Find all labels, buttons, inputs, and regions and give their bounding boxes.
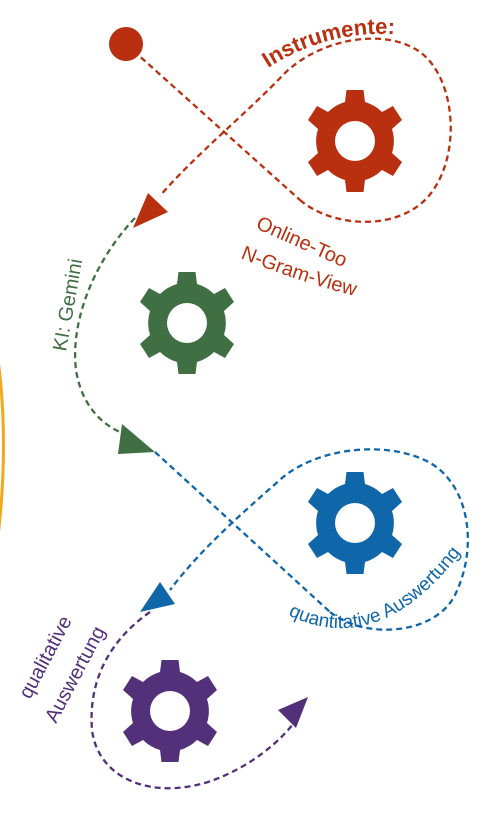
gear-icon xyxy=(123,660,217,762)
green-arrowhead-icon xyxy=(118,424,155,454)
label-instrumente: Instrumente: xyxy=(257,14,395,72)
purple-arrowhead-icon xyxy=(278,697,308,728)
green-path xyxy=(74,217,136,437)
red-arrowhead-icon xyxy=(133,193,168,228)
edge-accent-arc xyxy=(0,363,5,533)
purple-path xyxy=(90,611,297,790)
blue-cross-line xyxy=(154,451,331,613)
red-cross-line xyxy=(125,43,301,201)
gear-icon xyxy=(308,472,402,574)
gear-icon xyxy=(140,272,234,374)
gear-icon xyxy=(308,90,402,192)
red-loop xyxy=(159,37,452,223)
blue-loop xyxy=(169,448,469,631)
blue-arrowhead-icon xyxy=(140,582,175,612)
label-ki-gemini: KI: Gemini xyxy=(49,257,87,353)
